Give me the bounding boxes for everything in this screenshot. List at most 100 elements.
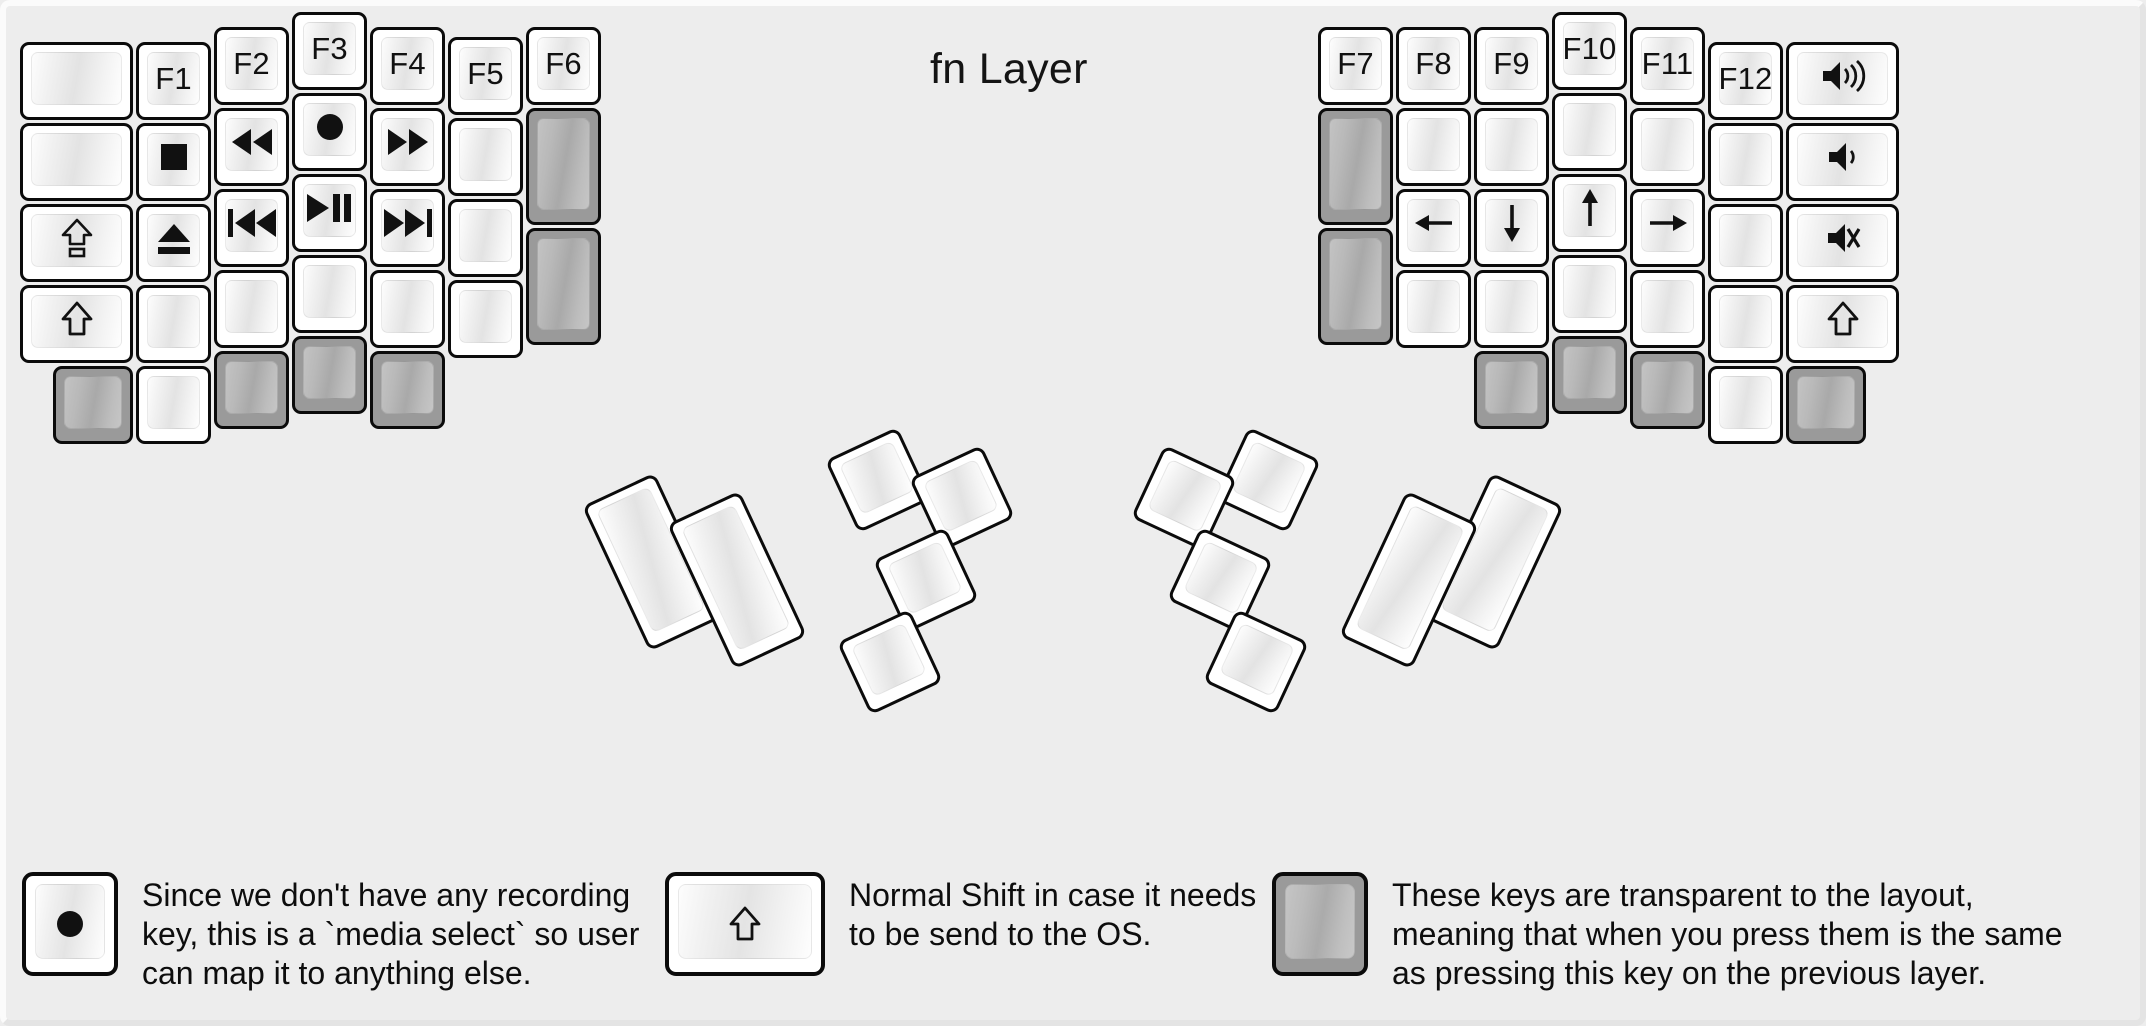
right-col-inner-key-3-arrow-left[interactable] (1396, 189, 1471, 267)
right-col-pinky-key-4[interactable] (1708, 285, 1783, 363)
keycap-surface (225, 37, 278, 90)
left-col-middle-key-5[interactable] (292, 336, 367, 414)
right-col-pinky-key-3[interactable] (1708, 204, 1783, 282)
legend-sample-key-3 (1272, 872, 1368, 976)
right-col-outer-right-key-5[interactable] (1786, 366, 1866, 444)
keycap-surface (303, 22, 356, 75)
left-col-outer-left-key-2[interactable] (20, 123, 133, 201)
legend-text-3: These keys are transparent to the layout… (1392, 877, 2063, 992)
right-col-pinky-key-5[interactable] (1708, 366, 1783, 444)
right-col-ring-key-4[interactable] (1630, 270, 1705, 348)
left-col-outer-left-key-4-shift[interactable] (20, 285, 133, 363)
left-col-pinky-key-3-eject[interactable] (136, 204, 211, 282)
left-col-outer-left-key-5[interactable] (53, 366, 133, 444)
right-col-middle-key-4[interactable] (1552, 255, 1627, 333)
right-col-middle-key-3-arrow-up[interactable] (1552, 174, 1627, 252)
keycap-surface (1563, 346, 1616, 399)
right-col-inner-key-2[interactable] (1396, 108, 1471, 186)
right-col-outer-right-key-4-shift[interactable] (1786, 285, 1899, 363)
right-col-extra-key-1-f7[interactable]: F7 (1318, 27, 1393, 105)
left-col-ring-key-5[interactable] (214, 351, 289, 429)
right-col-index-key-4[interactable] (1474, 270, 1549, 348)
keycap-surface (303, 103, 356, 156)
keycap-surface (678, 884, 812, 959)
left-col-middle-key-2-record[interactable] (292, 93, 367, 171)
right-thumb-key-6[interactable] (1202, 608, 1310, 716)
keycap-surface (1485, 37, 1538, 90)
keycap-surface (1407, 37, 1460, 90)
left-col-outer-left-key-3-caps-lock[interactable] (20, 204, 133, 282)
keycap-surface (1641, 361, 1694, 414)
right-col-ring-key-5[interactable] (1630, 351, 1705, 429)
right-col-middle-key-2[interactable] (1552, 93, 1627, 171)
keycap-surface (1719, 295, 1772, 348)
keycap-surface (1147, 458, 1223, 533)
left-col-extra-key-1-f6[interactable]: F6 (526, 27, 601, 105)
left-col-inner-key-1-f5[interactable]: F5 (448, 37, 523, 115)
keycap-surface (1231, 440, 1307, 515)
right-col-outer-right-key-2-volume-down[interactable] (1786, 123, 1899, 201)
keycap-surface (887, 540, 963, 615)
keycap-surface (381, 37, 434, 90)
left-col-pinky-key-4[interactable] (136, 285, 211, 363)
keycap-surface (225, 361, 278, 414)
left-col-inner-key-4[interactable] (448, 280, 523, 358)
right-col-extra-key-2[interactable] (1318, 108, 1393, 225)
record-icon (26, 876, 114, 972)
legend-item-2: Normal Shift in case it needs to be send… (665, 872, 1256, 976)
left-col-index-key-3-next-track[interactable] (370, 189, 445, 267)
right-col-pinky-key-1-f12[interactable]: F12 (1708, 42, 1783, 120)
keycap-surface (1797, 376, 1855, 429)
right-col-inner-key-4[interactable] (1396, 270, 1471, 348)
right-thumb-key-4[interactable] (1130, 444, 1238, 552)
right-col-inner-key-1-f8[interactable]: F8 (1396, 27, 1471, 105)
right-col-ring-key-2[interactable] (1630, 108, 1705, 186)
left-col-middle-key-3-play-pause[interactable] (292, 174, 367, 252)
left-col-pinky-key-2-stop[interactable] (136, 123, 211, 201)
keycap-surface (1797, 133, 1888, 186)
left-col-index-key-5[interactable] (370, 351, 445, 429)
right-col-index-key-5[interactable] (1474, 351, 1549, 429)
keycap-surface (1563, 184, 1616, 237)
keycap-surface (1285, 884, 1355, 959)
left-col-middle-key-1-f3[interactable]: F3 (292, 12, 367, 90)
keycap-surface (1329, 37, 1382, 90)
left-col-outer-left-key-1[interactable] (20, 42, 133, 120)
right-col-outer-right-key-3-mute[interactable] (1786, 204, 1899, 282)
left-col-index-key-2-fast-forward[interactable] (370, 108, 445, 186)
right-col-pinky-key-2[interactable] (1708, 123, 1783, 201)
right-col-index-key-2[interactable] (1474, 108, 1549, 186)
right-thumb-key-5[interactable] (1166, 526, 1274, 634)
left-thumb-key-6[interactable] (836, 608, 944, 716)
left-col-extra-key-2[interactable] (526, 108, 601, 225)
right-col-middle-key-1-f10[interactable]: F10 (1552, 12, 1627, 90)
keycap-surface (64, 376, 122, 429)
left-col-middle-key-4[interactable] (292, 255, 367, 333)
left-col-ring-key-4[interactable] (214, 270, 289, 348)
right-col-extra-key-3[interactable] (1318, 228, 1393, 345)
keycap-surface (381, 280, 434, 333)
keycap-surface (1641, 37, 1694, 90)
left-col-pinky-key-1-f1[interactable]: F1 (136, 42, 211, 120)
right-col-index-key-3-arrow-down[interactable] (1474, 189, 1549, 267)
left-col-index-key-1-f4[interactable]: F4 (370, 27, 445, 105)
keycap-surface (225, 280, 278, 333)
left-col-inner-key-2[interactable] (448, 118, 523, 196)
keycap-surface (303, 265, 356, 318)
left-col-index-key-4[interactable] (370, 270, 445, 348)
keycap-surface (1485, 118, 1538, 171)
right-col-outer-right-key-1-volume-up[interactable] (1786, 42, 1899, 120)
right-col-ring-key-3-arrow-right[interactable] (1630, 189, 1705, 267)
left-col-pinky-key-5[interactable] (136, 366, 211, 444)
left-col-ring-key-3-previous-track[interactable] (214, 189, 289, 267)
left-col-ring-key-1-f2[interactable]: F2 (214, 27, 289, 105)
right-col-index-key-1-f9[interactable]: F9 (1474, 27, 1549, 105)
left-col-inner-key-3[interactable] (448, 199, 523, 277)
keycap-surface (459, 128, 512, 181)
right-col-middle-key-5[interactable] (1552, 336, 1627, 414)
right-col-ring-key-1-f11[interactable]: F11 (1630, 27, 1705, 105)
left-col-extra-key-3[interactable] (526, 228, 601, 345)
left-col-ring-key-2-rewind[interactable] (214, 108, 289, 186)
keycap-surface (1797, 52, 1888, 105)
